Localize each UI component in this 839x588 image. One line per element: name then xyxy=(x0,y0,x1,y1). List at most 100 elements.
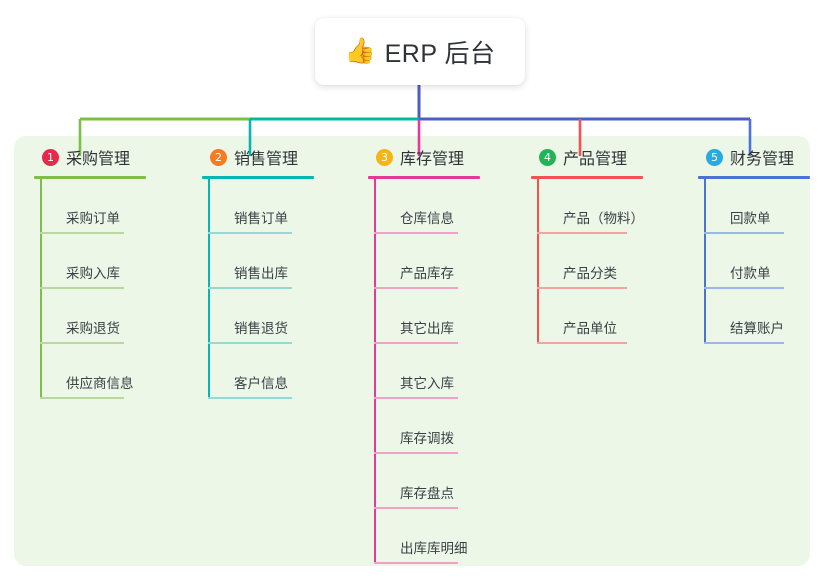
column-header-rule xyxy=(34,176,146,179)
column-badge-2: 2 xyxy=(210,148,227,166)
menu-item-underline xyxy=(374,342,458,344)
item-spine xyxy=(374,454,376,509)
item-spine xyxy=(40,344,42,399)
item-spine xyxy=(208,289,210,344)
column-items: 回款单付款单结算账户 xyxy=(698,179,839,344)
column-badge-1: 1 xyxy=(42,148,59,166)
column-header-2[interactable]: 2 销售管理 xyxy=(202,145,352,169)
menu-item[interactable]: 采购订单 xyxy=(40,179,184,234)
item-spine xyxy=(537,234,539,289)
menu-item-label: 采购订单 xyxy=(66,211,120,226)
menu-item[interactable]: 供应商信息 xyxy=(40,344,184,399)
column-header-rule xyxy=(202,176,314,179)
item-spine xyxy=(374,509,376,564)
menu-item-underline xyxy=(374,452,458,454)
menu-item-underline xyxy=(208,342,292,344)
item-spine xyxy=(40,234,42,289)
menu-item-underline xyxy=(40,397,124,399)
menu-item-underline xyxy=(40,232,124,234)
menu-item[interactable]: 产品（物料） xyxy=(537,179,681,234)
menu-item[interactable]: 销售订单 xyxy=(208,179,352,234)
item-spine xyxy=(374,344,376,399)
menu-item-label: 产品（物料） xyxy=(563,211,644,226)
menu-item[interactable]: 出库库明细 xyxy=(374,509,518,564)
menu-item-label: 销售订单 xyxy=(234,211,288,226)
menu-item-label: 销售退货 xyxy=(234,321,288,336)
menu-item[interactable]: 库存盘点 xyxy=(374,454,518,509)
menu-item-label: 产品库存 xyxy=(400,266,454,281)
item-spine xyxy=(374,399,376,454)
column-items: 采购订单采购入库采购退货供应商信息 xyxy=(34,179,184,399)
item-spine xyxy=(537,289,539,344)
menu-item-label: 回款单 xyxy=(730,211,771,226)
item-spine xyxy=(537,179,539,234)
item-spine xyxy=(208,234,210,289)
column-title: 销售管理 xyxy=(234,151,299,168)
menu-item[interactable]: 产品库存 xyxy=(374,234,518,289)
column-title: 采购管理 xyxy=(66,151,131,168)
thumbs-up-icon: 👍 xyxy=(344,37,376,65)
column-items: 仓库信息产品库存其它出库其它入库库存调拨库存盘点出库库明细 xyxy=(368,179,518,564)
menu-item-underline xyxy=(704,287,784,289)
menu-item[interactable]: 产品分类 xyxy=(537,234,681,289)
menu-item-label: 销售出库 xyxy=(234,266,288,281)
menu-item[interactable]: 产品单位 xyxy=(537,289,681,344)
column-badge-4: 4 xyxy=(539,148,556,166)
item-spine xyxy=(374,179,376,234)
menu-item[interactable]: 仓库信息 xyxy=(374,179,518,234)
diagram-background-panel xyxy=(14,136,810,566)
column-销售管理: 2 销售管理销售订单销售出库销售退货客户信息 xyxy=(202,145,352,399)
menu-item[interactable]: 库存调拨 xyxy=(374,399,518,454)
menu-item-label: 其它入库 xyxy=(400,376,454,391)
item-spine xyxy=(374,289,376,344)
menu-item-underline xyxy=(704,232,784,234)
menu-item-underline xyxy=(537,232,627,234)
menu-item-label: 产品分类 xyxy=(563,266,617,281)
item-spine xyxy=(40,179,42,234)
menu-item-label: 库存调拨 xyxy=(400,431,454,446)
root-title: ERP 后台 xyxy=(384,39,496,68)
menu-item[interactable]: 其它出库 xyxy=(374,289,518,344)
menu-item-underline xyxy=(374,232,458,234)
menu-item[interactable]: 结算账户 xyxy=(704,289,839,344)
menu-item-label: 采购退货 xyxy=(66,321,120,336)
menu-item-underline xyxy=(40,342,124,344)
root-node[interactable]: 👍 ERP 后台 xyxy=(315,18,525,85)
menu-item[interactable]: 采购入库 xyxy=(40,234,184,289)
column-badge-3: 3 xyxy=(376,148,393,166)
menu-item-label: 出库库明细 xyxy=(400,541,468,556)
menu-item[interactable]: 销售退货 xyxy=(208,289,352,344)
menu-item-underline xyxy=(704,342,784,344)
menu-item-label: 结算账户 xyxy=(730,321,784,336)
menu-item-label: 客户信息 xyxy=(234,376,288,391)
item-spine xyxy=(704,289,706,344)
menu-item[interactable]: 采购退货 xyxy=(40,289,184,344)
menu-item-underline xyxy=(208,232,292,234)
column-badge-5: 5 xyxy=(706,148,723,166)
column-采购管理: 1 采购管理采购订单采购入库采购退货供应商信息 xyxy=(34,145,184,399)
column-header-1[interactable]: 1 采购管理 xyxy=(34,145,184,169)
menu-item-underline xyxy=(537,342,627,344)
menu-item-underline xyxy=(208,287,292,289)
item-spine xyxy=(374,234,376,289)
menu-item[interactable]: 付款单 xyxy=(704,234,839,289)
item-spine xyxy=(704,179,706,234)
menu-item-underline xyxy=(374,562,458,564)
menu-item[interactable]: 客户信息 xyxy=(208,344,352,399)
menu-item-underline xyxy=(374,507,458,509)
menu-item-underline xyxy=(40,287,124,289)
menu-item[interactable]: 回款单 xyxy=(704,179,839,234)
menu-item[interactable]: 销售出库 xyxy=(208,234,352,289)
column-header-rule xyxy=(531,176,643,179)
column-header-rule xyxy=(368,176,480,179)
menu-item-label: 仓库信息 xyxy=(400,211,454,226)
menu-item[interactable]: 其它入库 xyxy=(374,344,518,399)
column-items: 销售订单销售出库销售退货客户信息 xyxy=(202,179,352,399)
